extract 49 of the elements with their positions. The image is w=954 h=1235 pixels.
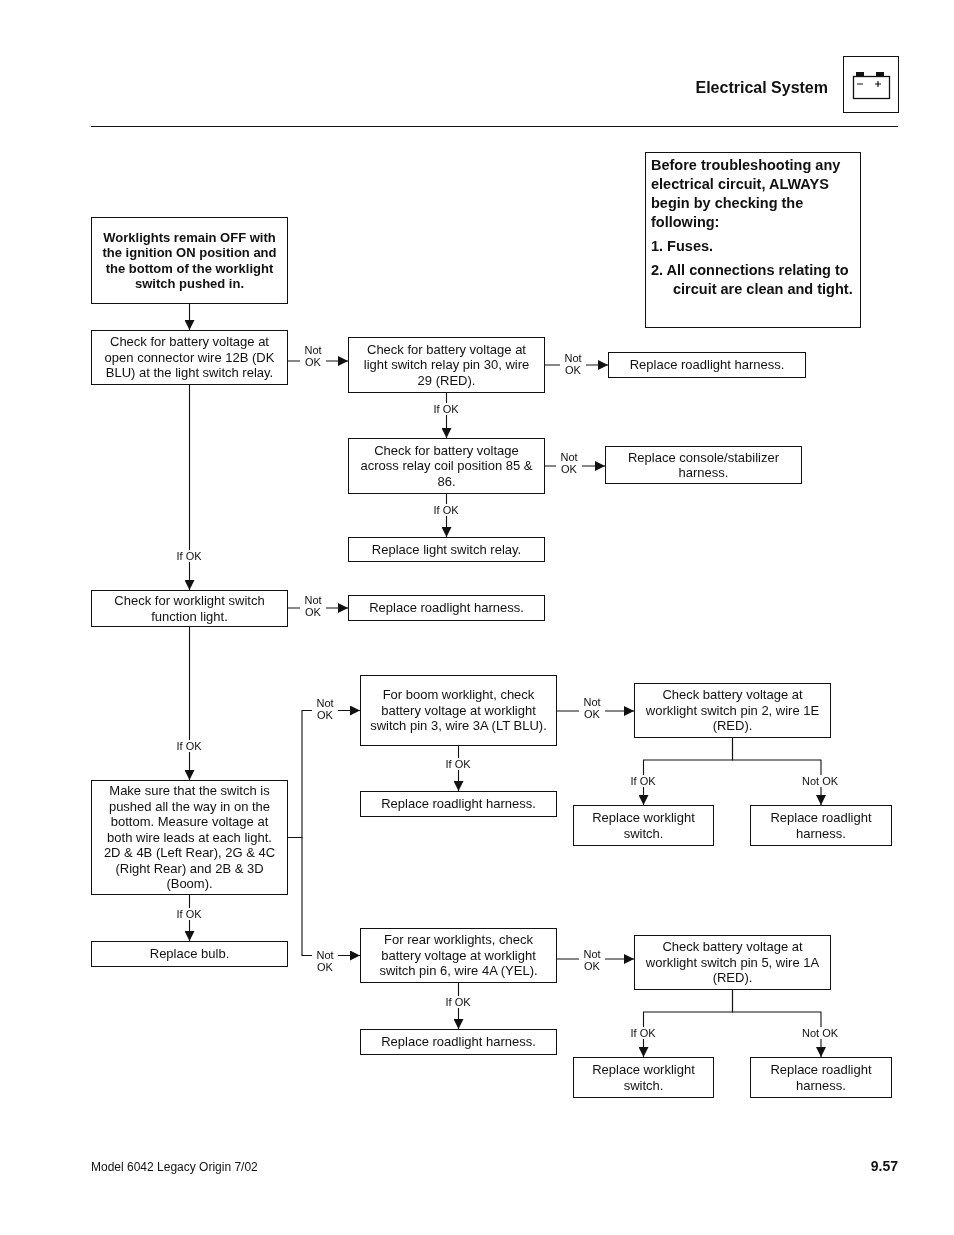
action-box: Replace roadlight harness. — [750, 805, 892, 846]
edge-label: If OK — [629, 1027, 657, 1039]
edge-label: If OK — [432, 504, 460, 516]
arrow — [731, 989, 826, 1058]
arrow — [184, 384, 195, 591]
page-title: Electrical System — [695, 79, 828, 97]
edge-label: If OK — [444, 758, 472, 770]
action-box: Replace roadlight harness. — [348, 595, 545, 621]
action-box: Replace roadlight harness. — [360, 1029, 557, 1055]
edge-label: Not OK — [579, 948, 605, 972]
check-box: Check battery voltage at worklight switch pin 2, wire 1E (RED). — [634, 683, 831, 738]
check-box: Make sure that the switch is pushed all the way in on the bottom. Measure voltage at both wire leads at each light. 2D & 4B (Left Rear), 2G & 4C (Right Rear) and 2B & 3D (Boom). — [91, 780, 288, 895]
action-box: Replace worklight switch. — [573, 805, 714, 846]
check-box: Check battery voltage at worklight switch pin 5, wire 1A (RED). — [634, 935, 831, 990]
arrow — [184, 626, 195, 781]
action-box: Replace bulb. — [91, 941, 288, 967]
check-box: Check for worklight switch function light. — [91, 590, 288, 627]
edge-label: Not OK — [800, 775, 840, 787]
action-box: Replace console/stabilizer harness. — [605, 446, 802, 484]
action-box: Replace roadlight harness. — [608, 352, 806, 378]
problem-box: Worklights remain OFF with the ignition ON position and the bottom of the worklight switch pushed in. — [91, 217, 288, 304]
check-box: Check for battery voltage at open connector wire 12B (DK BLU) at the light switch relay. — [91, 330, 288, 385]
action-box: Replace worklight switch. — [573, 1057, 714, 1098]
page-number: 9.57 — [870, 1158, 898, 1174]
edge-label: Not OK — [556, 451, 582, 475]
edge-label: Not OK — [312, 949, 338, 973]
edge-label: Not OK — [560, 352, 586, 376]
action-box: Replace roadlight harness. — [360, 791, 557, 817]
edge-label: If OK — [175, 550, 203, 562]
edge-label: If OK — [432, 403, 460, 415]
note-box: Before troubleshooting any electrical circuit, ALWAYS begin by checking the following: 1. Fuses. 2. All connections relating to circuit are clean and tight. — [645, 152, 861, 328]
check-box: For rear worklights, check battery voltage at worklight switch pin 6, wire 4A (YEL). — [360, 928, 557, 983]
edge-label: Not OK — [300, 594, 326, 618]
check-box: For boom worklight, check battery voltage at worklight switch pin 3, wire 3A (LT BLU). — [360, 675, 557, 746]
edge-label: Not OK — [300, 344, 326, 368]
arrow — [731, 737, 826, 806]
footer-text: Model 6042 Legacy Origin 7/02 — [91, 1160, 258, 1174]
edge-label: If OK — [629, 775, 657, 787]
action-box: Replace light switch relay. — [348, 537, 545, 562]
edge-label: Not OK — [800, 1027, 840, 1039]
check-box: Check for battery voltage at light switch relay pin 30, wire 29 (RED). — [348, 337, 545, 393]
edge-label: If OK — [444, 996, 472, 1008]
check-box: Check for battery voltage across relay coil position 85 & 86. — [348, 438, 545, 494]
edge-label: If OK — [175, 740, 203, 752]
edge-label: Not OK — [579, 696, 605, 720]
edge-label: If OK — [175, 908, 203, 920]
edge-label: Not OK — [312, 697, 338, 721]
arrow — [184, 303, 195, 331]
action-box: Replace roadlight harness. — [750, 1057, 892, 1098]
